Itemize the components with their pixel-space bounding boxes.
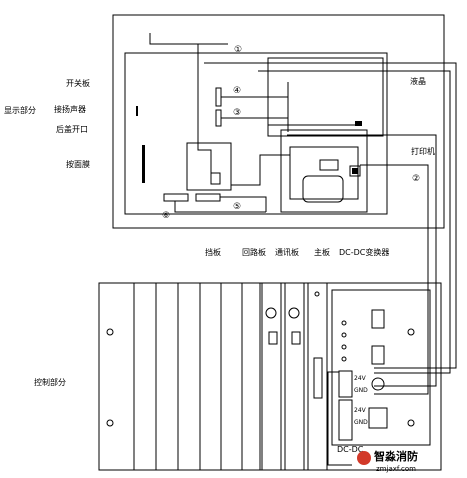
speaker-mark	[136, 106, 138, 116]
dcdc-led-1	[341, 320, 347, 326]
switch-board-strip	[142, 145, 145, 183]
lcd-flat-cable-end	[355, 121, 362, 126]
label-loop-board: 回路板	[242, 247, 266, 257]
wire-1	[149, 33, 228, 45]
display-outer-frame	[112, 14, 445, 229]
watermark: 智淼消防 zmjaxf.com	[357, 449, 418, 473]
label-display-section: 显示部分	[4, 105, 36, 115]
cable-b	[258, 70, 451, 374]
wire-dcdc-out	[327, 371, 352, 466]
dcdc-led-3	[341, 344, 347, 350]
wire-printer	[231, 154, 290, 186]
mount-hole-left-bottom	[106, 419, 114, 427]
mount-hole-left	[106, 328, 114, 336]
dcdc-terminal-block-1	[338, 370, 353, 398]
marker-1: ①	[234, 45, 242, 55]
loop-board-knob	[265, 307, 277, 319]
watermark-url: zmjaxf.com	[376, 465, 416, 473]
rear-opening-connector	[210, 172, 221, 185]
dcdc-switch-1	[371, 309, 385, 329]
label-blank-board: 挡板	[205, 247, 221, 257]
marker-2: ②	[412, 174, 420, 184]
cable-c	[287, 134, 437, 387]
wire-5	[220, 196, 267, 212]
printer-frame	[280, 129, 368, 213]
marker-5: ⑤	[233, 202, 241, 212]
dcdc-led-2	[341, 332, 347, 338]
terminal-label-3: 24V	[354, 407, 367, 414]
wire-to-rear	[197, 44, 212, 173]
printer-plug-fill	[352, 168, 358, 174]
mount-hole-right-bottom	[407, 419, 415, 427]
marker-6: ⑥	[162, 211, 170, 221]
comm-board	[284, 282, 305, 471]
marker-4: ④	[233, 86, 241, 96]
label-speaker: 接扬声器	[54, 104, 86, 114]
main-board-header	[313, 357, 323, 399]
terminal-label-2: GND	[354, 387, 368, 394]
printer-motor	[302, 175, 344, 203]
mount-hole-right	[407, 328, 415, 336]
label-switch-board: 开关板	[66, 78, 90, 88]
cable-d	[360, 164, 429, 395]
printer-plug	[349, 165, 361, 177]
label-control-section: 控制部分	[34, 377, 66, 387]
connector-5	[195, 193, 221, 202]
label-rear-cover-opening: 后盖开口	[56, 124, 88, 134]
connector-6	[163, 193, 189, 202]
watermark-name: 智淼消防	[374, 449, 418, 463]
dcdc-terminal-block-2	[338, 399, 353, 441]
label-key-membrane: 按面膜	[66, 159, 90, 169]
cable-a	[204, 62, 457, 369]
comm-board-chip	[291, 331, 301, 345]
loop-board-chip	[268, 331, 278, 345]
terminal-label-4: GND	[354, 419, 368, 426]
wire-6	[174, 201, 266, 213]
label-main-board: 主板	[314, 247, 330, 257]
label-lcd: 液晶	[410, 76, 426, 86]
watermark-logo-icon	[357, 451, 371, 465]
marker-3: ③	[233, 108, 241, 118]
printer-inner	[289, 146, 359, 200]
comm-board-knob	[288, 307, 300, 319]
printer-head	[319, 159, 339, 171]
dcdc-fuse	[371, 377, 385, 391]
label-dcdc-short: DC-DC	[337, 445, 364, 454]
dcdc-led-4	[341, 356, 347, 362]
rear-cover-opening-box	[186, 142, 232, 191]
dcdc-switch-2	[371, 345, 385, 365]
control-cabinet	[98, 282, 442, 471]
terminal-label-1: 24V	[354, 375, 367, 382]
loop-board	[261, 282, 282, 471]
board-4-connector	[215, 87, 222, 107]
main-board	[307, 282, 328, 471]
dcdc-relay	[368, 407, 388, 429]
label-comm-board: 通讯板	[275, 247, 299, 257]
main-board-hole	[314, 291, 320, 297]
dcdc-converter-box	[331, 289, 431, 446]
label-dcdc-converter: DC-DC变换器	[339, 247, 389, 257]
display-inner-panel	[124, 52, 388, 215]
label-printer: 打印机	[411, 146, 435, 156]
board-3-connector	[215, 109, 222, 127]
